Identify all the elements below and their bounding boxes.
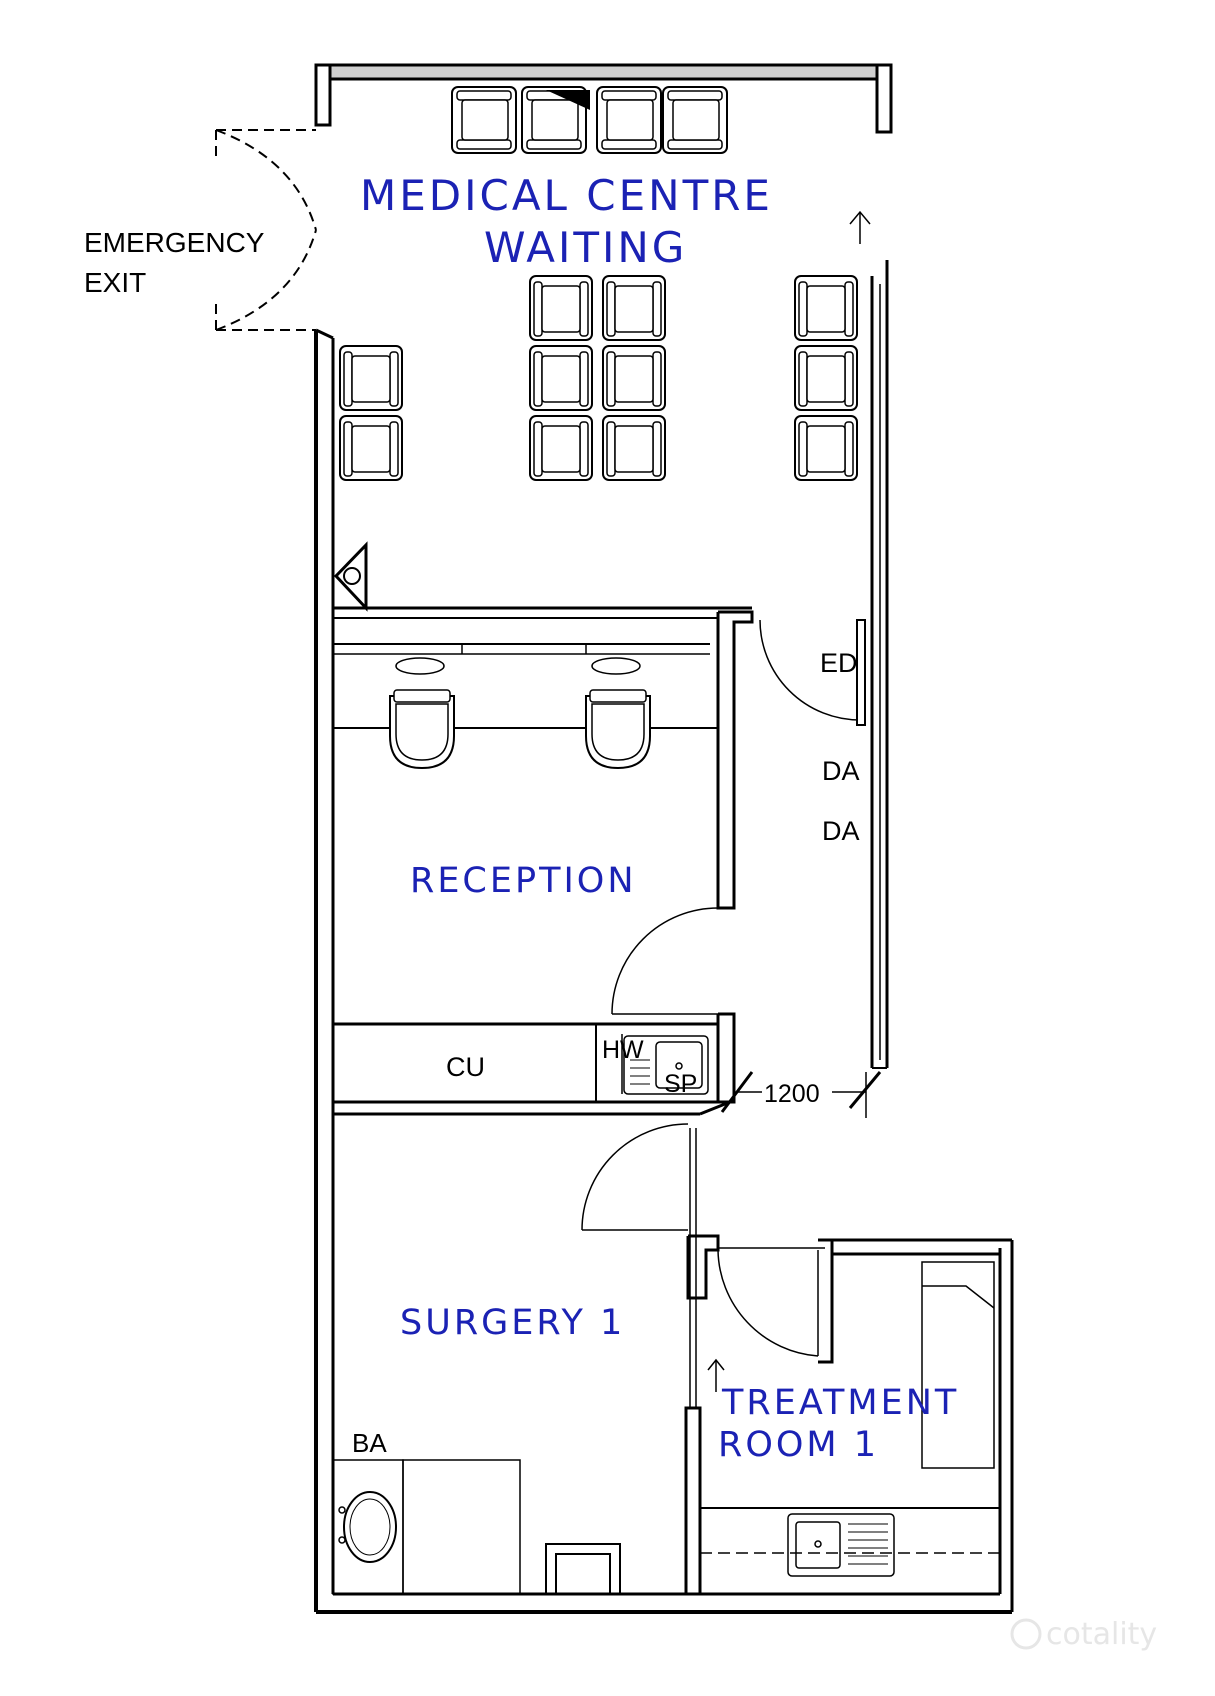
label-emergency-exit-1: EMERGENCY xyxy=(84,227,265,258)
label-sp: SP xyxy=(664,1070,697,1098)
entry-door-leaf xyxy=(856,619,866,726)
room-label-waiting-2: WAITING xyxy=(484,223,687,272)
cupboard-unit xyxy=(333,1022,718,1102)
room-label-treatment-1: TREATMENT xyxy=(721,1383,959,1423)
arrow-icon xyxy=(707,1358,725,1392)
dimension-label: 1200 xyxy=(764,1080,820,1108)
label-da-2: DA xyxy=(822,816,860,846)
surgery-fixtures xyxy=(332,1459,621,1595)
watermark-text: cotality xyxy=(1046,1617,1157,1652)
north-arrow-marker xyxy=(546,90,590,110)
label-hw: HW xyxy=(602,1036,644,1064)
room-label-treatment-2: ROOM 1 xyxy=(718,1425,879,1465)
treatment-fixtures xyxy=(787,1261,995,1577)
label-ba: BA xyxy=(352,1428,387,1458)
room-label-waiting-1: MEDICAL CENTRE xyxy=(360,171,773,220)
label-ed: ED xyxy=(820,648,858,678)
emergency-exit-doors xyxy=(215,129,317,331)
dimension-line xyxy=(720,1071,882,1118)
room-label-reception: RECEPTION xyxy=(410,861,637,901)
arrow-icon xyxy=(849,210,871,244)
label-cu: CU xyxy=(446,1052,485,1082)
walls xyxy=(314,63,1014,1614)
label-da-1: DA xyxy=(822,756,860,786)
wall-equipment-marker xyxy=(333,541,368,612)
waiting-chairs xyxy=(339,86,858,481)
label-emergency-exit-2: EXIT xyxy=(84,267,146,298)
watermark: cotality xyxy=(1010,1617,1157,1652)
room-label-surgery: SURGERY 1 xyxy=(400,1303,625,1343)
